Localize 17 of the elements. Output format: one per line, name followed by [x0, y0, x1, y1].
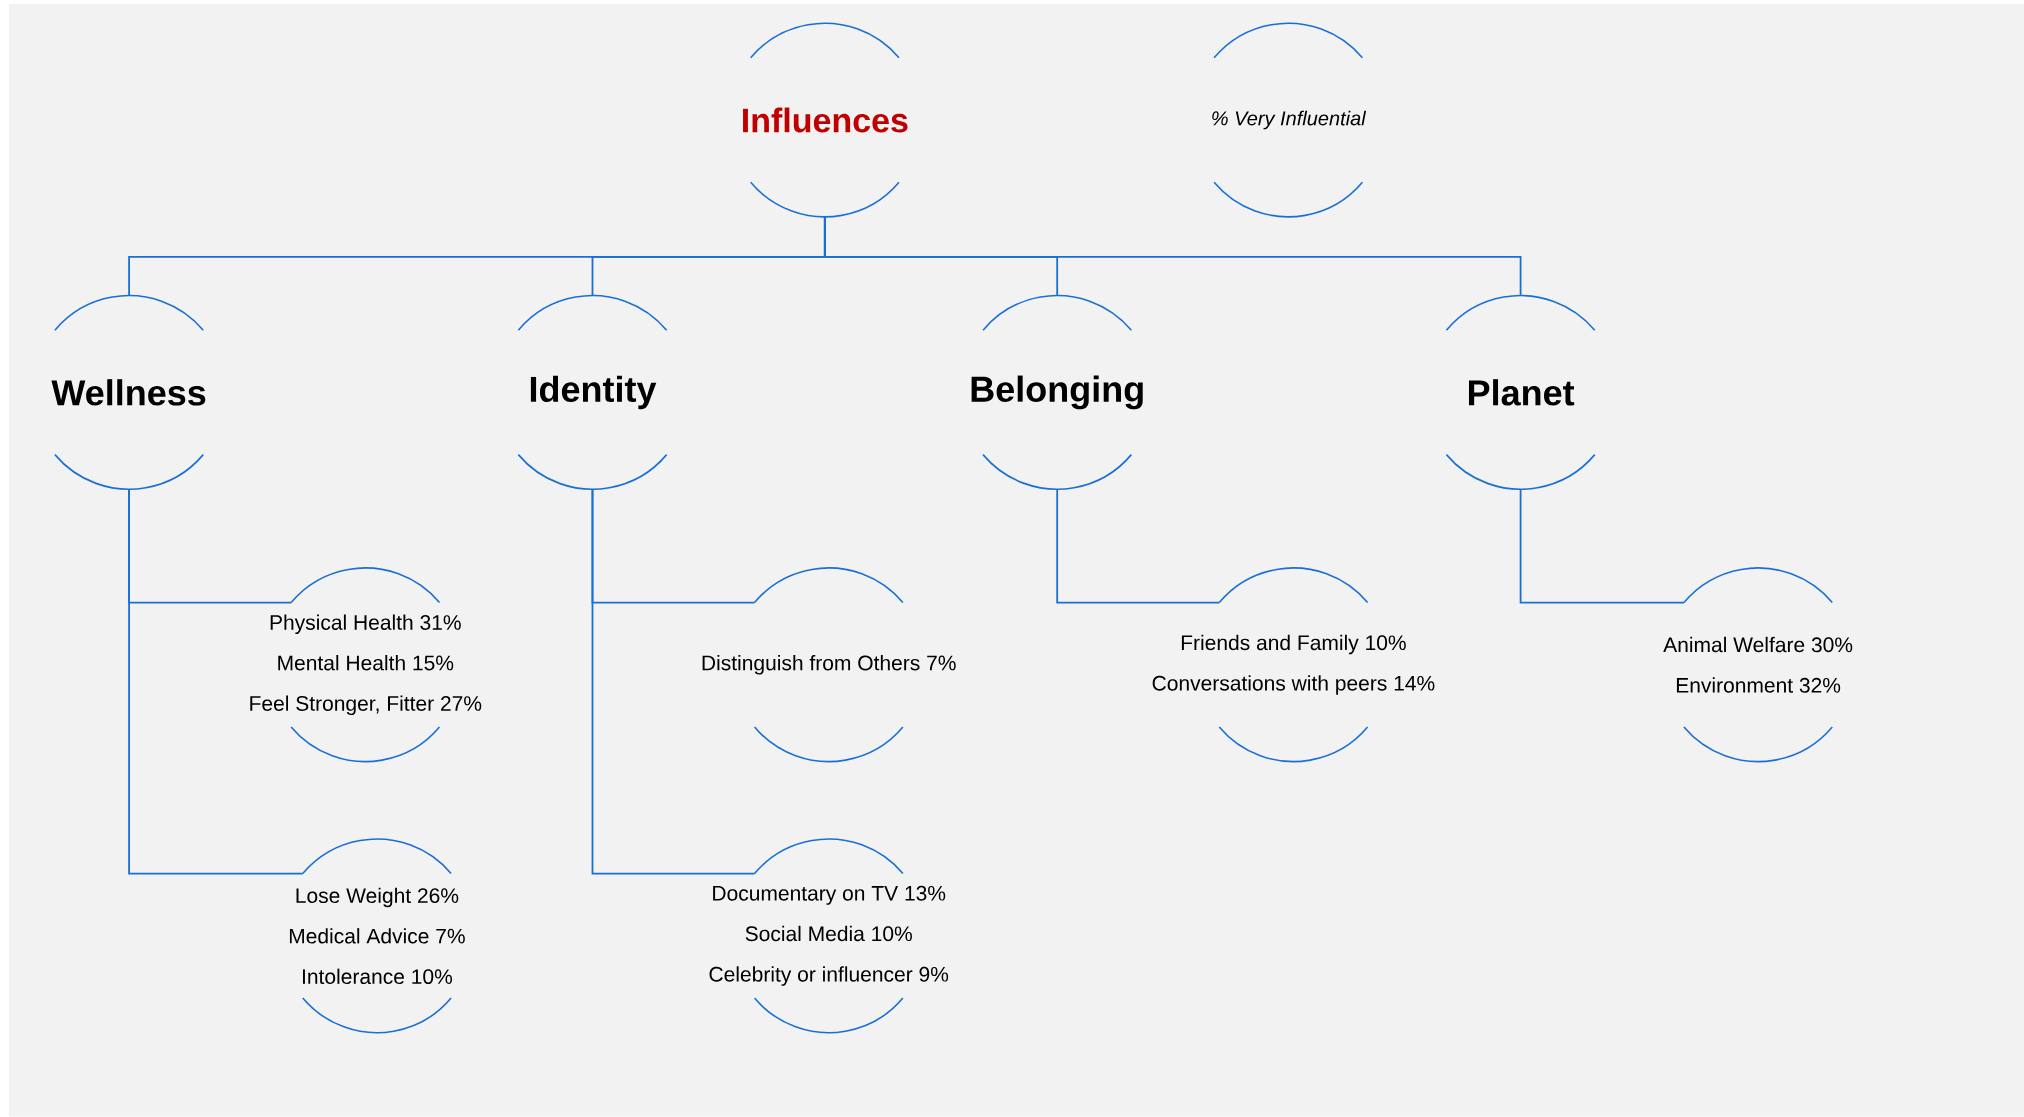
connector-line	[591, 488, 756, 875]
connector-line	[128, 488, 304, 875]
circle-node: Friends and Family 10% Conversations with peers 14%	[1152, 567, 1435, 763]
circle-node: Physical Health 31% Mental Health 15% Feel Stronger, Fitter 27%	[250, 567, 482, 763]
circle-node: Influences	[743, 22, 908, 218]
circle-node: Distinguish from Others 7%	[702, 567, 956, 763]
connector-line	[1056, 488, 1221, 604]
connector-line	[823, 215, 1522, 297]
circle-node: % Very Influential	[1212, 22, 1367, 218]
circle-node: Lose Weight 26% Medical Advice 7% Intolerance 10%	[289, 838, 465, 1034]
connector-line	[1519, 488, 1685, 604]
circle-node: Planet	[1445, 294, 1596, 491]
circle-node: Belonging	[971, 294, 1143, 491]
circle-node: Animal Welfare 30% Environment 32%	[1663, 567, 1853, 763]
circle-node: Documentary on TV 13% Social Media 10% Celebrity or influencer 9%	[709, 838, 949, 1034]
circle-node: Wellness	[51, 294, 206, 491]
circle-node: Identity	[517, 294, 668, 491]
